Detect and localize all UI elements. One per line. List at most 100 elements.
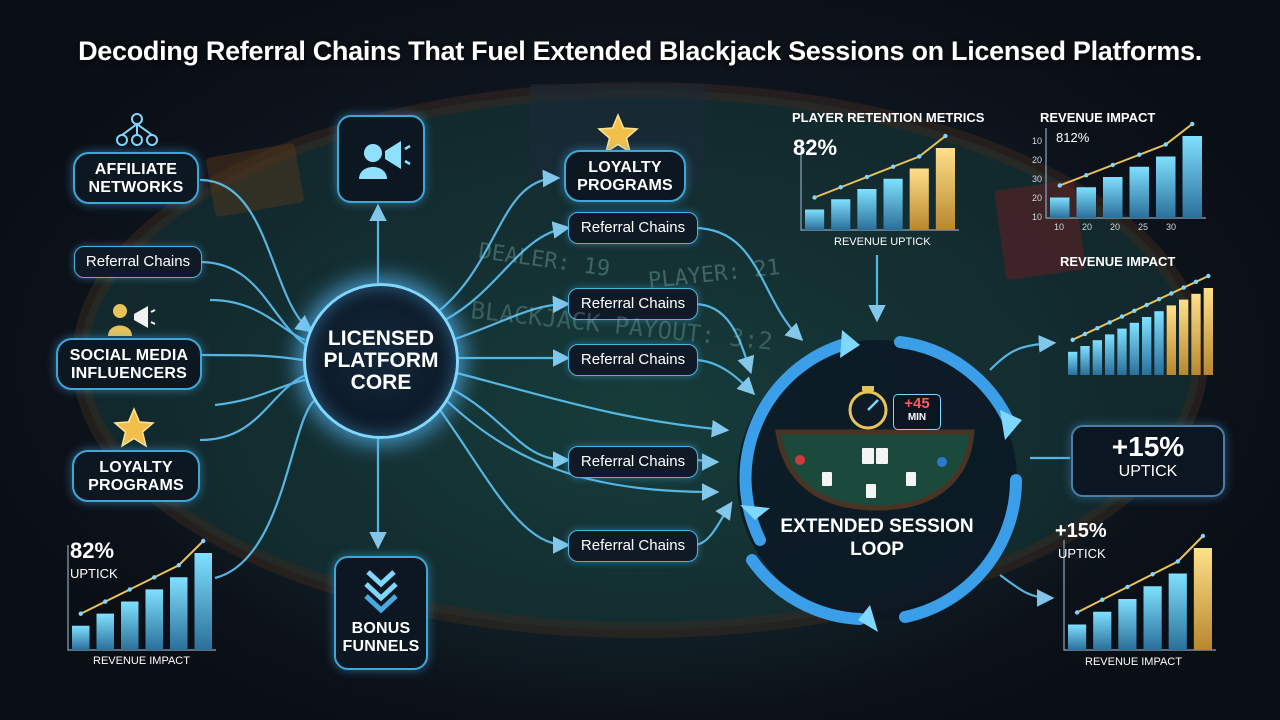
retention-caption: REVENUE UPTICK [834, 236, 931, 248]
chart-bar [1050, 197, 1070, 218]
chart-bar [935, 148, 955, 230]
chart-bar [831, 199, 851, 230]
licensed-platform-core[interactable]: Licensed Platform Core [303, 283, 459, 439]
bonus-funnels-node[interactable]: Bonus Funnels [334, 556, 428, 670]
chart-trend-line [1059, 123, 1193, 187]
referral-chains-pill-1[interactable]: Referral Chains [568, 212, 698, 244]
chart-bar [1076, 187, 1096, 218]
y-tick-label: 30 [1032, 174, 1043, 184]
chart-point [1200, 533, 1206, 539]
loyalty-programs-source-node[interactable]: Loyalty Programs [72, 450, 200, 502]
chart-axis [1063, 540, 1216, 651]
chart-point [943, 133, 948, 139]
blackjack-table-illustration [775, 429, 975, 511]
referral-chains-pill-2[interactable]: Referral Chains [568, 288, 698, 320]
chart-bar [1154, 311, 1164, 375]
bottom-left-caption: REVENUE IMPACT [93, 655, 190, 667]
extended-session-loop-label: Extended Session Loop [780, 516, 974, 560]
uptick-box-value: +15% [1111, 431, 1185, 462]
timer-unit: MIN [907, 412, 927, 423]
y-tick-label: 20 [1032, 155, 1043, 165]
chart-point [1074, 610, 1080, 615]
chart-bar [1142, 317, 1152, 375]
chart-bar [1093, 611, 1112, 650]
chart-bar [1168, 573, 1187, 650]
uptick-right-label: UPTICK [1058, 546, 1106, 561]
chart-bar [1118, 599, 1137, 650]
network-icon [112, 112, 162, 148]
chart-trend-line [814, 135, 947, 199]
chart-point [152, 575, 157, 580]
chart-bar [1117, 328, 1127, 375]
uptick-box: +15% UPTICK [1071, 425, 1225, 497]
chart-axis [1045, 128, 1206, 219]
connector-lines [199, 169, 1070, 607]
chart-bar [805, 209, 825, 230]
chart-trend-line [1072, 275, 1209, 341]
retention-value: 82% [793, 135, 838, 160]
megaphone-icon-box[interactable] [337, 115, 425, 203]
chart-point [127, 587, 132, 592]
chart-point [1095, 326, 1100, 331]
chart-bar [1156, 156, 1176, 218]
chart-bar [72, 625, 90, 650]
card-shoe [206, 143, 304, 217]
revenue-top-title: REVENUE IMPACT [1040, 110, 1156, 125]
chart-point [1132, 308, 1137, 313]
chart-point [1100, 597, 1105, 602]
uptick-right-value: +15% [1055, 520, 1107, 542]
uptick-box-label: UPTICK [1118, 463, 1178, 480]
timer-value: +45 [904, 395, 930, 412]
y-tick-label: 10 [1032, 212, 1043, 222]
x-tick-label: 20 [1110, 222, 1121, 232]
megaphone-person-icon [104, 302, 156, 338]
chart-point [1137, 152, 1142, 157]
referral-chains-source[interactable]: Referral Chains [74, 246, 202, 278]
chart-point [1110, 162, 1115, 168]
referral-chains-pill-3[interactable]: Referral Chains [568, 344, 698, 376]
chart-bar [121, 601, 139, 650]
chart-point [864, 174, 870, 180]
chart-bar [1129, 166, 1149, 218]
affiliate-networks-node[interactable]: Affiliate Networks [73, 152, 199, 204]
chart-point [103, 599, 108, 604]
revenue-right-title: REVENUE IMPACT [1060, 254, 1176, 269]
chart-bar [883, 178, 903, 230]
chart-point [890, 164, 896, 169]
chart-bar [170, 577, 188, 650]
revenue-top-value: 812% [1056, 130, 1090, 145]
star-icon-top [596, 112, 640, 156]
referral-chains-pill-5[interactable]: Referral Chains [568, 530, 698, 562]
chart-trend-line [80, 540, 204, 615]
chart-point [1107, 320, 1112, 325]
chart-bar [909, 168, 929, 230]
bonus-funnels-label: Bonus Funnels [342, 620, 420, 656]
chart-point [1175, 559, 1180, 564]
chart-point [1156, 297, 1162, 302]
chart-layer [67, 121, 1216, 651]
loyalty-programs-top-node[interactable]: Loyalty Programs [564, 150, 686, 202]
bottom-left-label: UPTICK [70, 566, 118, 581]
chart-point [1084, 173, 1089, 178]
y-tick-label: 20 [1032, 193, 1043, 203]
chart-bar [1191, 293, 1201, 375]
chart-point [1057, 183, 1062, 188]
chart-point [201, 538, 206, 544]
x-tick-label: 10 [1054, 222, 1065, 232]
social-media-influencers-node[interactable]: Social Media Influencers [56, 338, 202, 390]
chart-point [1190, 121, 1195, 127]
chart-point [176, 563, 181, 568]
chart-bar [1179, 299, 1189, 375]
chart-bar [1068, 624, 1087, 650]
chart-point [1150, 572, 1155, 577]
x-tick-label: 25 [1138, 222, 1149, 232]
referral-chains-pill-4[interactable]: Referral Chains [568, 446, 698, 478]
chart-point [1082, 331, 1088, 337]
uptick-right-caption: REVENUE IMPACT [1085, 656, 1182, 668]
star-icon [112, 406, 156, 450]
chart-trend-line [1076, 535, 1204, 614]
x-tick-label: 20 [1082, 222, 1093, 232]
chart-point [1070, 337, 1075, 342]
chart-point [1125, 584, 1130, 590]
chart-bar [1143, 586, 1162, 650]
